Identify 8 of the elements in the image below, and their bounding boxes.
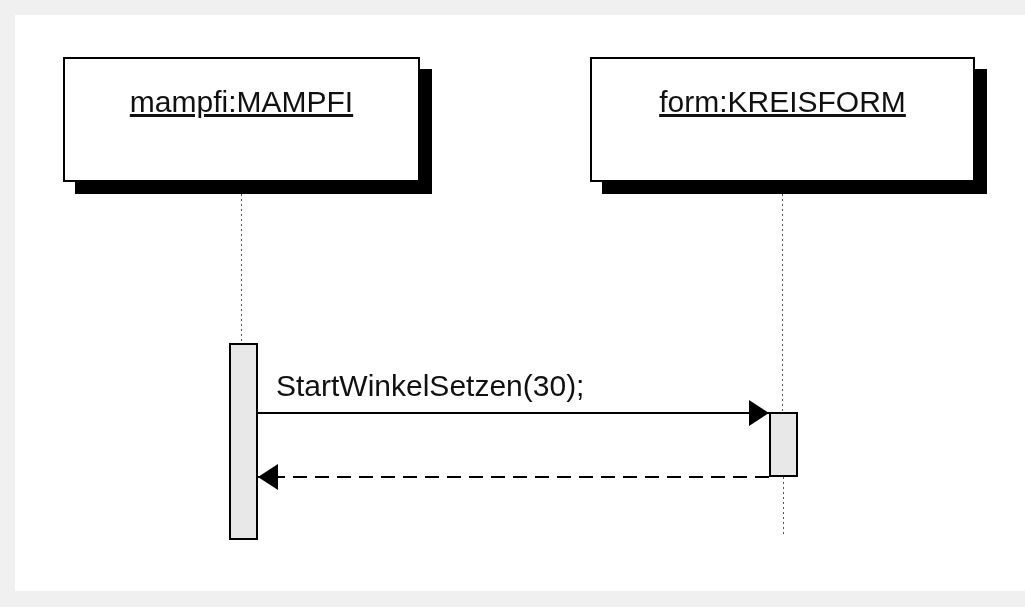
message-arrow — [257, 400, 770, 426]
activation-bar — [769, 412, 798, 477]
lifeline — [241, 193, 242, 344]
object-name: form:KREISFORM — [659, 85, 906, 119]
lifeline — [782, 193, 783, 413]
return-arrow — [257, 464, 770, 490]
object-name: mampfi:MAMPFI — [129, 85, 354, 119]
activation-bar — [229, 343, 258, 540]
